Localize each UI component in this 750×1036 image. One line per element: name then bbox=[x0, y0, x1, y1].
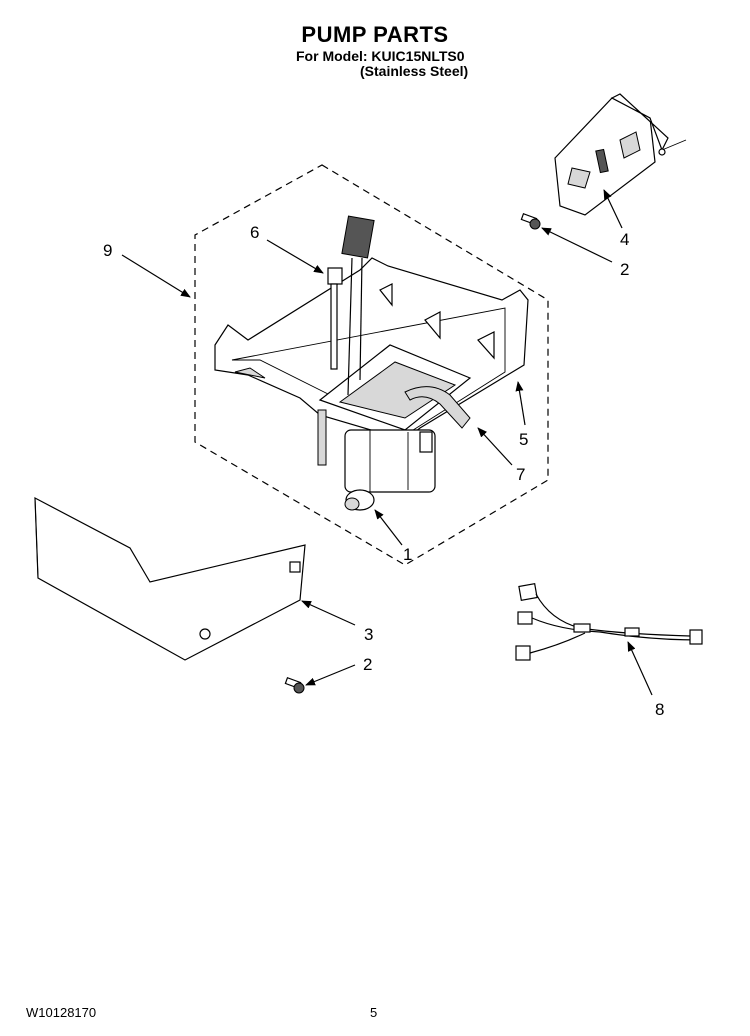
pump-cover bbox=[34, 496, 306, 661]
model-number: For Model: KUIC15NLTS0 bbox=[296, 48, 465, 64]
pump-strap bbox=[404, 386, 471, 429]
callout-3: 3 bbox=[364, 625, 373, 644]
document-number: W10128170 bbox=[26, 1005, 97, 1020]
leader-7 bbox=[477, 427, 513, 466]
callout-7: 7 bbox=[516, 465, 525, 484]
leader-8 bbox=[627, 641, 653, 696]
mounting-bracket bbox=[554, 93, 687, 216]
callout-2-upper: 2 bbox=[620, 260, 629, 279]
callout-6: 6 bbox=[250, 223, 259, 242]
leader-3 bbox=[301, 600, 356, 626]
leader-4 bbox=[603, 189, 623, 229]
callout-9: 9 bbox=[103, 241, 112, 260]
wire-harness bbox=[515, 583, 703, 661]
leader-1 bbox=[374, 509, 403, 546]
callout-5: 5 bbox=[519, 430, 528, 449]
model-variant: (Stainless Steel) bbox=[360, 63, 469, 79]
callout-4: 4 bbox=[620, 230, 629, 249]
page-number: 5 bbox=[370, 1005, 378, 1020]
leader-2-lower bbox=[305, 664, 356, 686]
leader-9 bbox=[121, 254, 191, 298]
leader-5 bbox=[515, 381, 526, 426]
assembly-outline bbox=[194, 164, 549, 566]
page-title: PUMP PARTS bbox=[301, 22, 449, 47]
screw-lower bbox=[284, 677, 305, 694]
leader-6 bbox=[266, 239, 324, 274]
float-switch bbox=[327, 215, 375, 396]
callout-2-lower: 2 bbox=[363, 655, 372, 674]
callout-8: 8 bbox=[655, 700, 664, 719]
leader-2-upper bbox=[541, 227, 613, 263]
screw-upper bbox=[520, 213, 541, 230]
callout-1: 1 bbox=[403, 545, 412, 564]
pump-housing bbox=[214, 257, 529, 511]
